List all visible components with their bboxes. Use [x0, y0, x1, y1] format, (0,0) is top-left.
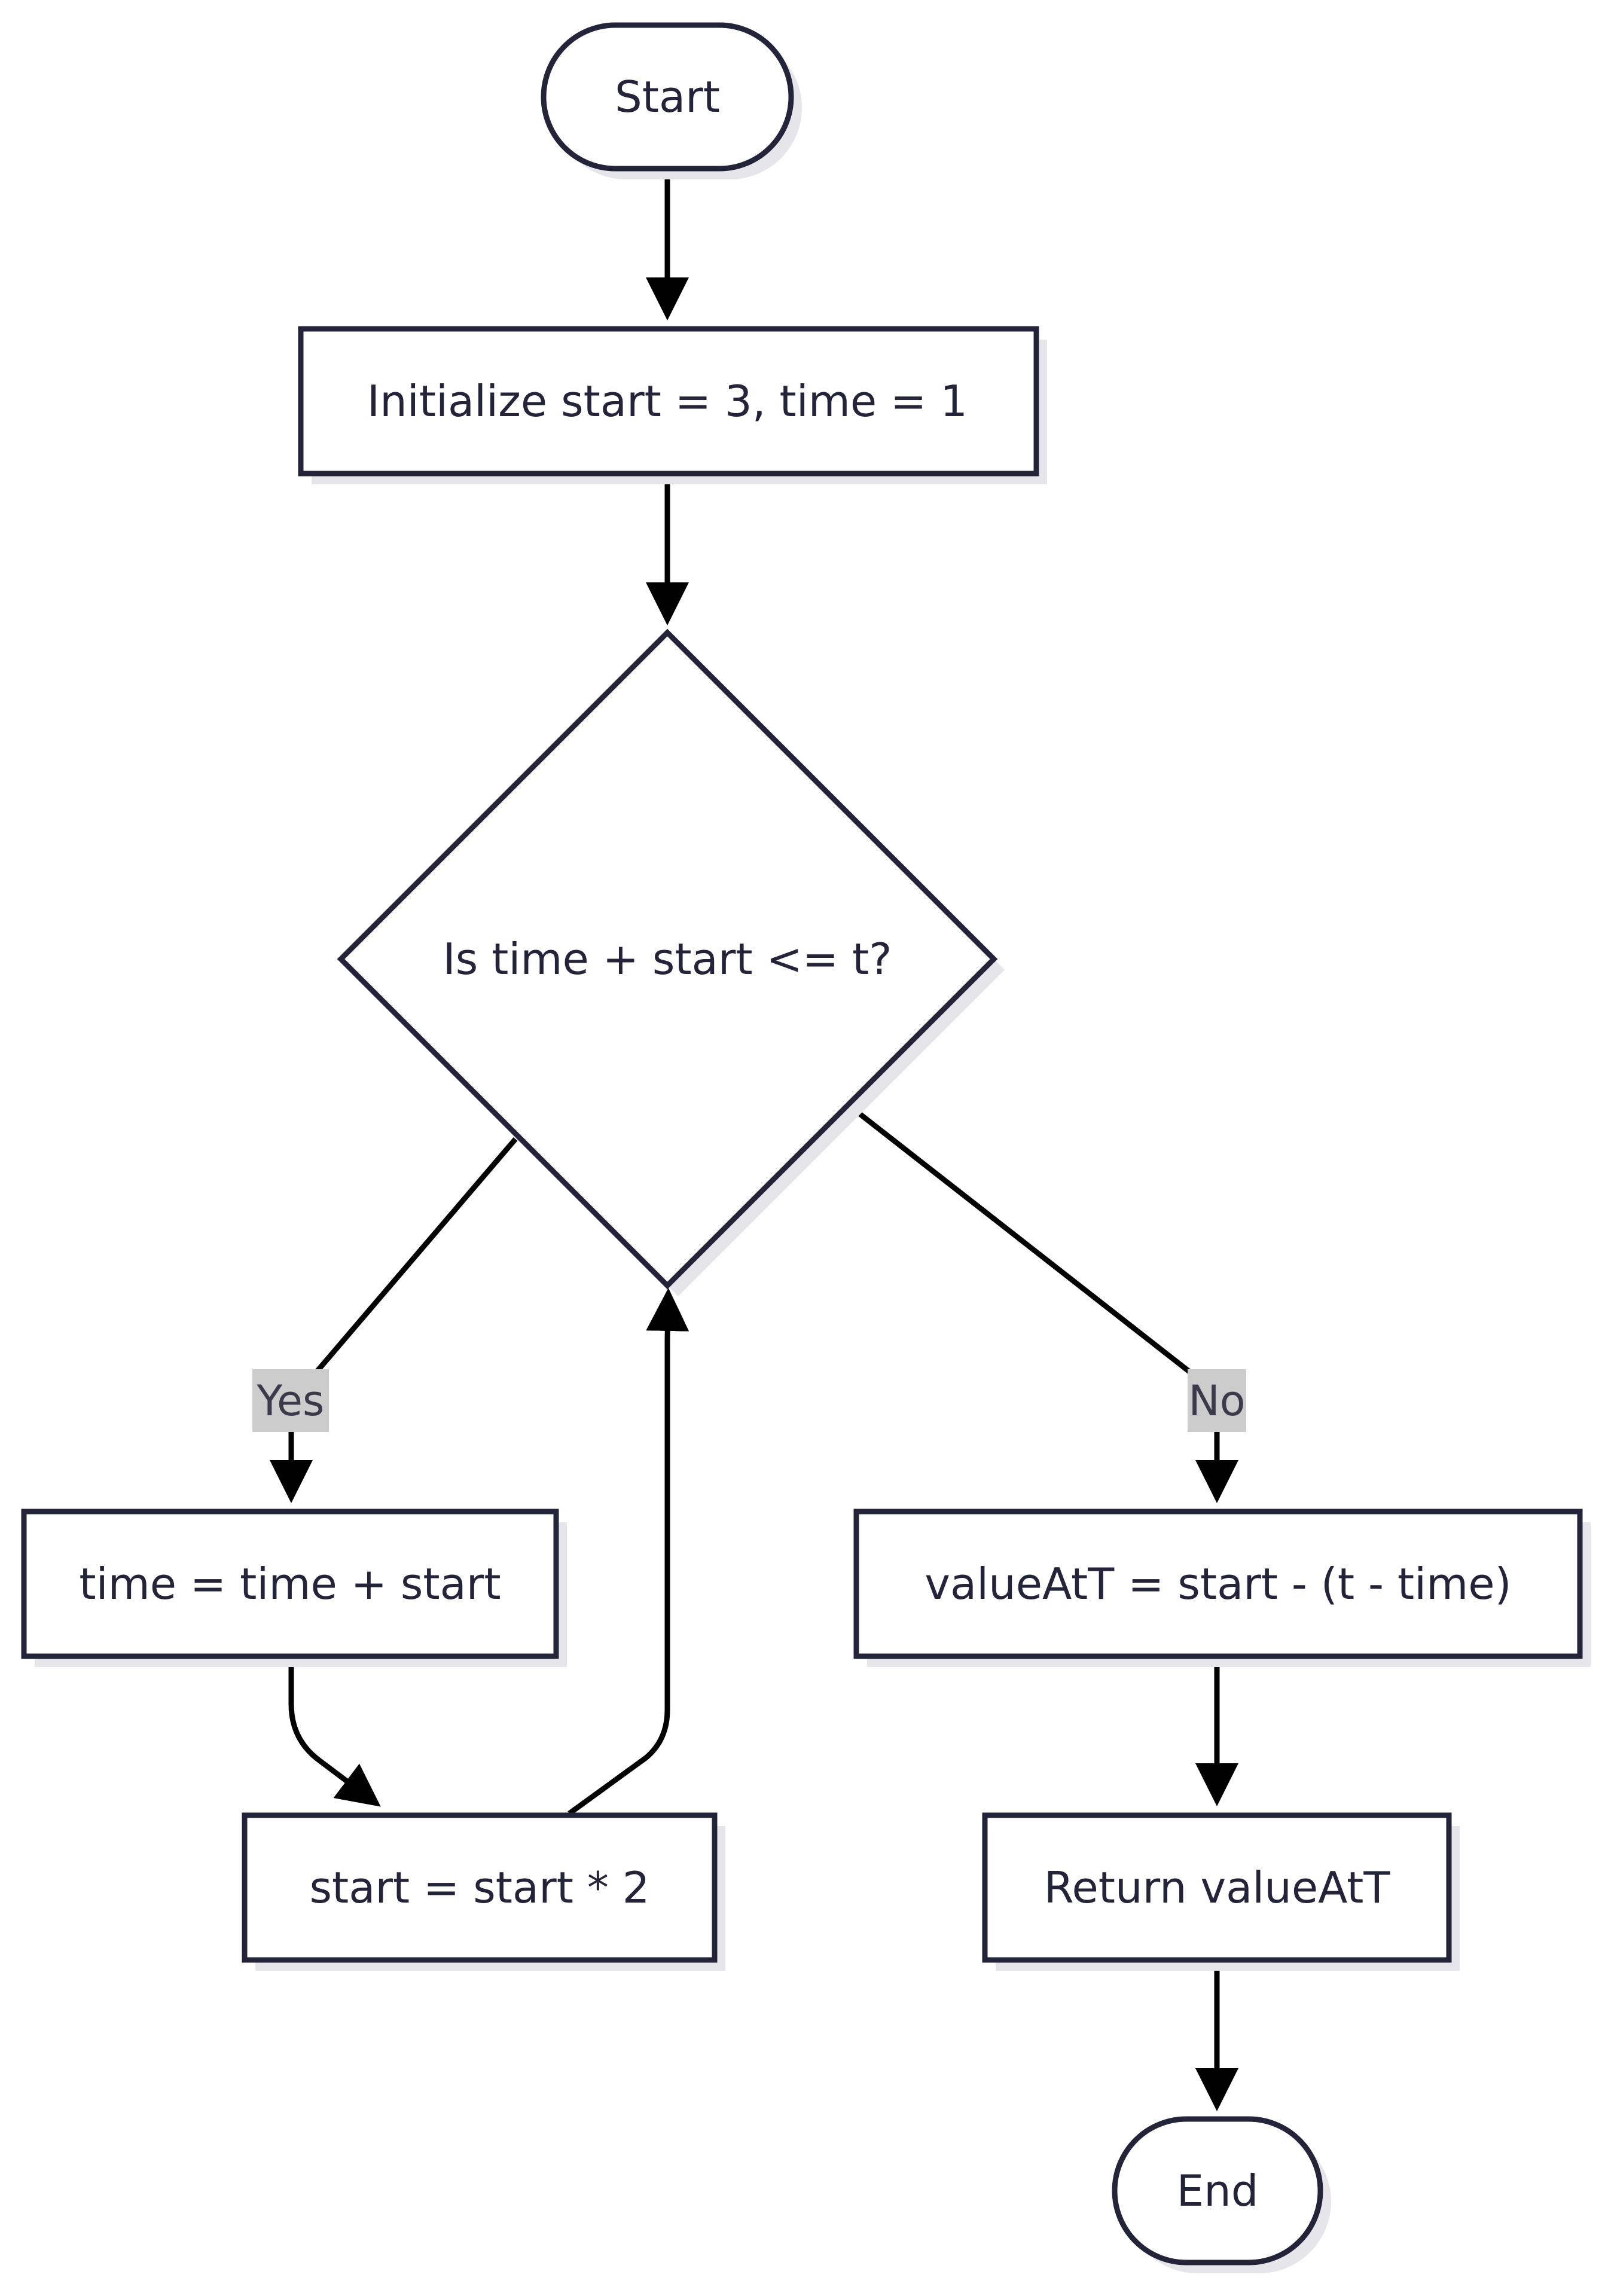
node-start-terminal	[541, 22, 794, 172]
node-init: Initialize start = 3, time = 1	[298, 326, 1047, 484]
node-compute-value-label: valueAtT = start - (t - time)	[924, 1559, 1511, 1609]
node-update-time-box	[21, 1509, 559, 1659]
node-start: Start	[541, 22, 802, 179]
edge-decision-to-compute-value	[850, 1106, 1238, 1503]
edge-label-yes-background	[252, 1369, 329, 1432]
node-init-label: Initialize start = 3, time = 1	[367, 376, 968, 426]
node-decision: Is time + start <= t?	[337, 628, 1005, 1296]
node-compute-value: valueAtT = start - (t - time)	[853, 1509, 1591, 1667]
edge-label-no: No	[1188, 1369, 1246, 1432]
edge-label-no-text: No	[1188, 1376, 1245, 1425]
node-decision-diamond	[337, 628, 998, 1290]
node-double-start: start = start * 2	[242, 1812, 725, 1971]
edge-label-yes: Yes	[252, 1369, 329, 1432]
node-end-label: End	[1177, 2166, 1259, 2216]
node-return-value: Return valueAtT	[982, 1812, 1460, 1971]
edge-label-no-background	[1188, 1369, 1246, 1432]
node-update-time-label: time = time + start	[79, 1559, 501, 1609]
node-init-box	[298, 326, 1039, 477]
node-return-value-label: Return valueAtT	[1044, 1863, 1391, 1913]
node-compute-value-box	[853, 1509, 1583, 1659]
node-double-start-box	[242, 1812, 718, 1963]
edge-update-time-to-double-start	[288, 1657, 381, 1807]
node-decision-label: Is time + start <= t?	[443, 934, 892, 984]
node-update-time: time = time + start	[21, 1509, 567, 1667]
node-return-value-box	[982, 1812, 1452, 1963]
edge-double-start-to-decision	[567, 1288, 689, 1816]
node-end-terminal	[1112, 2116, 1323, 2266]
node-end: End	[1112, 2116, 1331, 2273]
node-double-start-label: start = start * 2	[309, 1863, 649, 1913]
edge-label-yes-text: Yes	[257, 1376, 325, 1425]
node-start-label: Start	[615, 72, 720, 122]
